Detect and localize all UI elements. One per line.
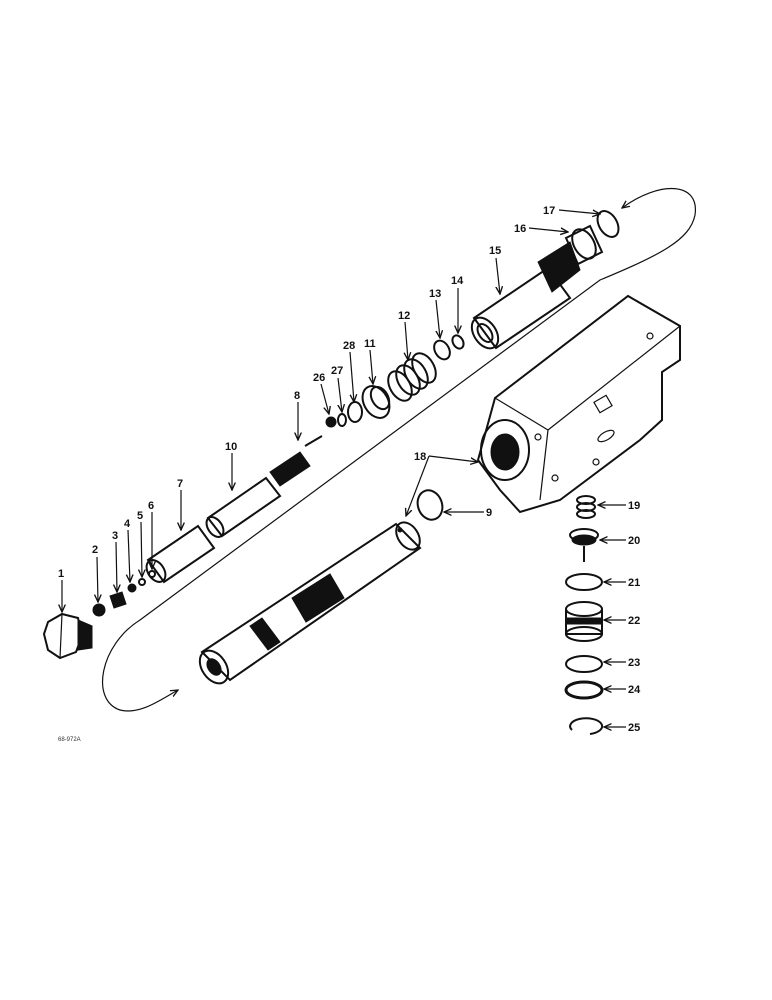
callout-24: 24 [628,684,641,696]
part-27-ring [337,413,347,427]
part-28-seat [347,401,363,423]
callout-18: 18 [414,451,426,463]
callout-21: 21 [628,577,640,589]
leader-lines [62,210,626,727]
part-23-o-ring [565,655,603,673]
part-19-spring [576,495,596,519]
part-5-ball [138,578,146,586]
callout-22: 22 [628,615,640,627]
callout-11: 11 [364,338,376,350]
callout-20: 20 [628,535,640,547]
callout-7: 7 [177,478,183,490]
callout-13: 13 [429,288,441,300]
part-22-check-valve-body [565,601,603,642]
part-8-pin [304,435,323,447]
part-9-o-ring [416,489,444,521]
part-21-o-ring [565,573,603,591]
callout-5: 5 [137,510,143,522]
part-12-spring [387,352,437,402]
part-24-o-ring [564,680,604,700]
part-26-washer [325,416,337,428]
part-20-poppet [569,528,599,562]
part-3-spring [109,591,127,609]
callout-2: 2 [92,544,98,556]
part-17-ring [596,210,620,238]
callout-28: 28 [343,340,355,352]
callout-23: 23 [628,657,640,669]
callout-8: 8 [294,390,300,402]
part-13-washer [433,339,451,361]
part-4-ball [127,583,137,593]
part-7-sleeve [145,524,216,584]
part-15-threaded-sleeve [470,241,581,350]
callout-6: 6 [148,500,154,512]
callout-12: 12 [398,310,410,322]
callout-15: 15 [489,245,501,257]
callout-labels: 1 2 3 4 5 6 7 10 8 26 27 28 11 12 13 14 … [58,205,641,734]
part-25-snap-ring [569,717,604,735]
callout-4: 4 [124,518,131,530]
part-16-bushing [564,224,604,266]
part-14-ring [451,334,465,350]
callout-26: 26 [313,372,325,384]
assembly-guide-loop [102,187,696,712]
callout-25: 25 [628,722,640,734]
callout-10: 10 [225,441,237,453]
callout-27: 27 [331,365,343,377]
callout-3: 3 [112,530,118,542]
part-1-hex-plug [42,612,93,660]
part-18-spool [198,521,422,685]
callout-17: 17 [543,205,555,217]
callout-9: 9 [486,507,492,519]
part-18-valve-housing [476,294,681,514]
figure-code: 68-972A [58,737,81,743]
callout-14: 14 [451,275,464,287]
callout-19: 19 [628,500,640,512]
part-2-washer [92,603,106,617]
callout-16: 16 [514,223,526,235]
part-10-plunger [205,451,311,538]
part-11-retainer [361,385,391,419]
callout-1: 1 [58,568,64,580]
